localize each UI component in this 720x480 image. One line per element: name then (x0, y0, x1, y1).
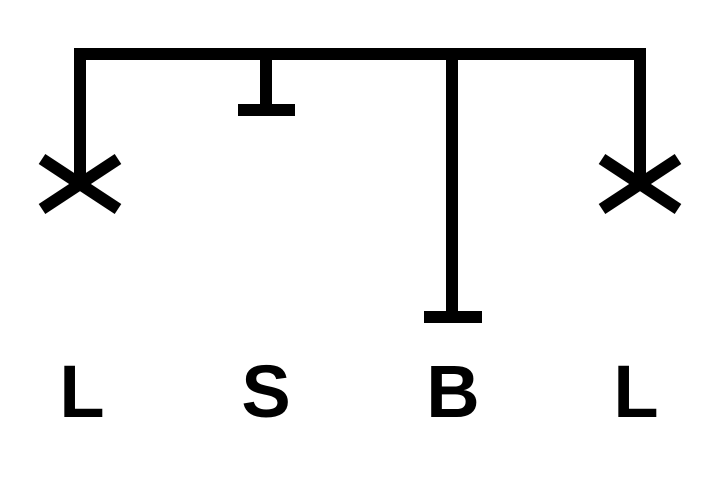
x-cross-icon (598, 153, 682, 215)
label-l-left: L (59, 350, 105, 433)
x-cross-icon (38, 153, 122, 215)
label-s: S (241, 350, 291, 433)
label-b: B (426, 350, 480, 433)
label-l-right: L (613, 350, 659, 433)
